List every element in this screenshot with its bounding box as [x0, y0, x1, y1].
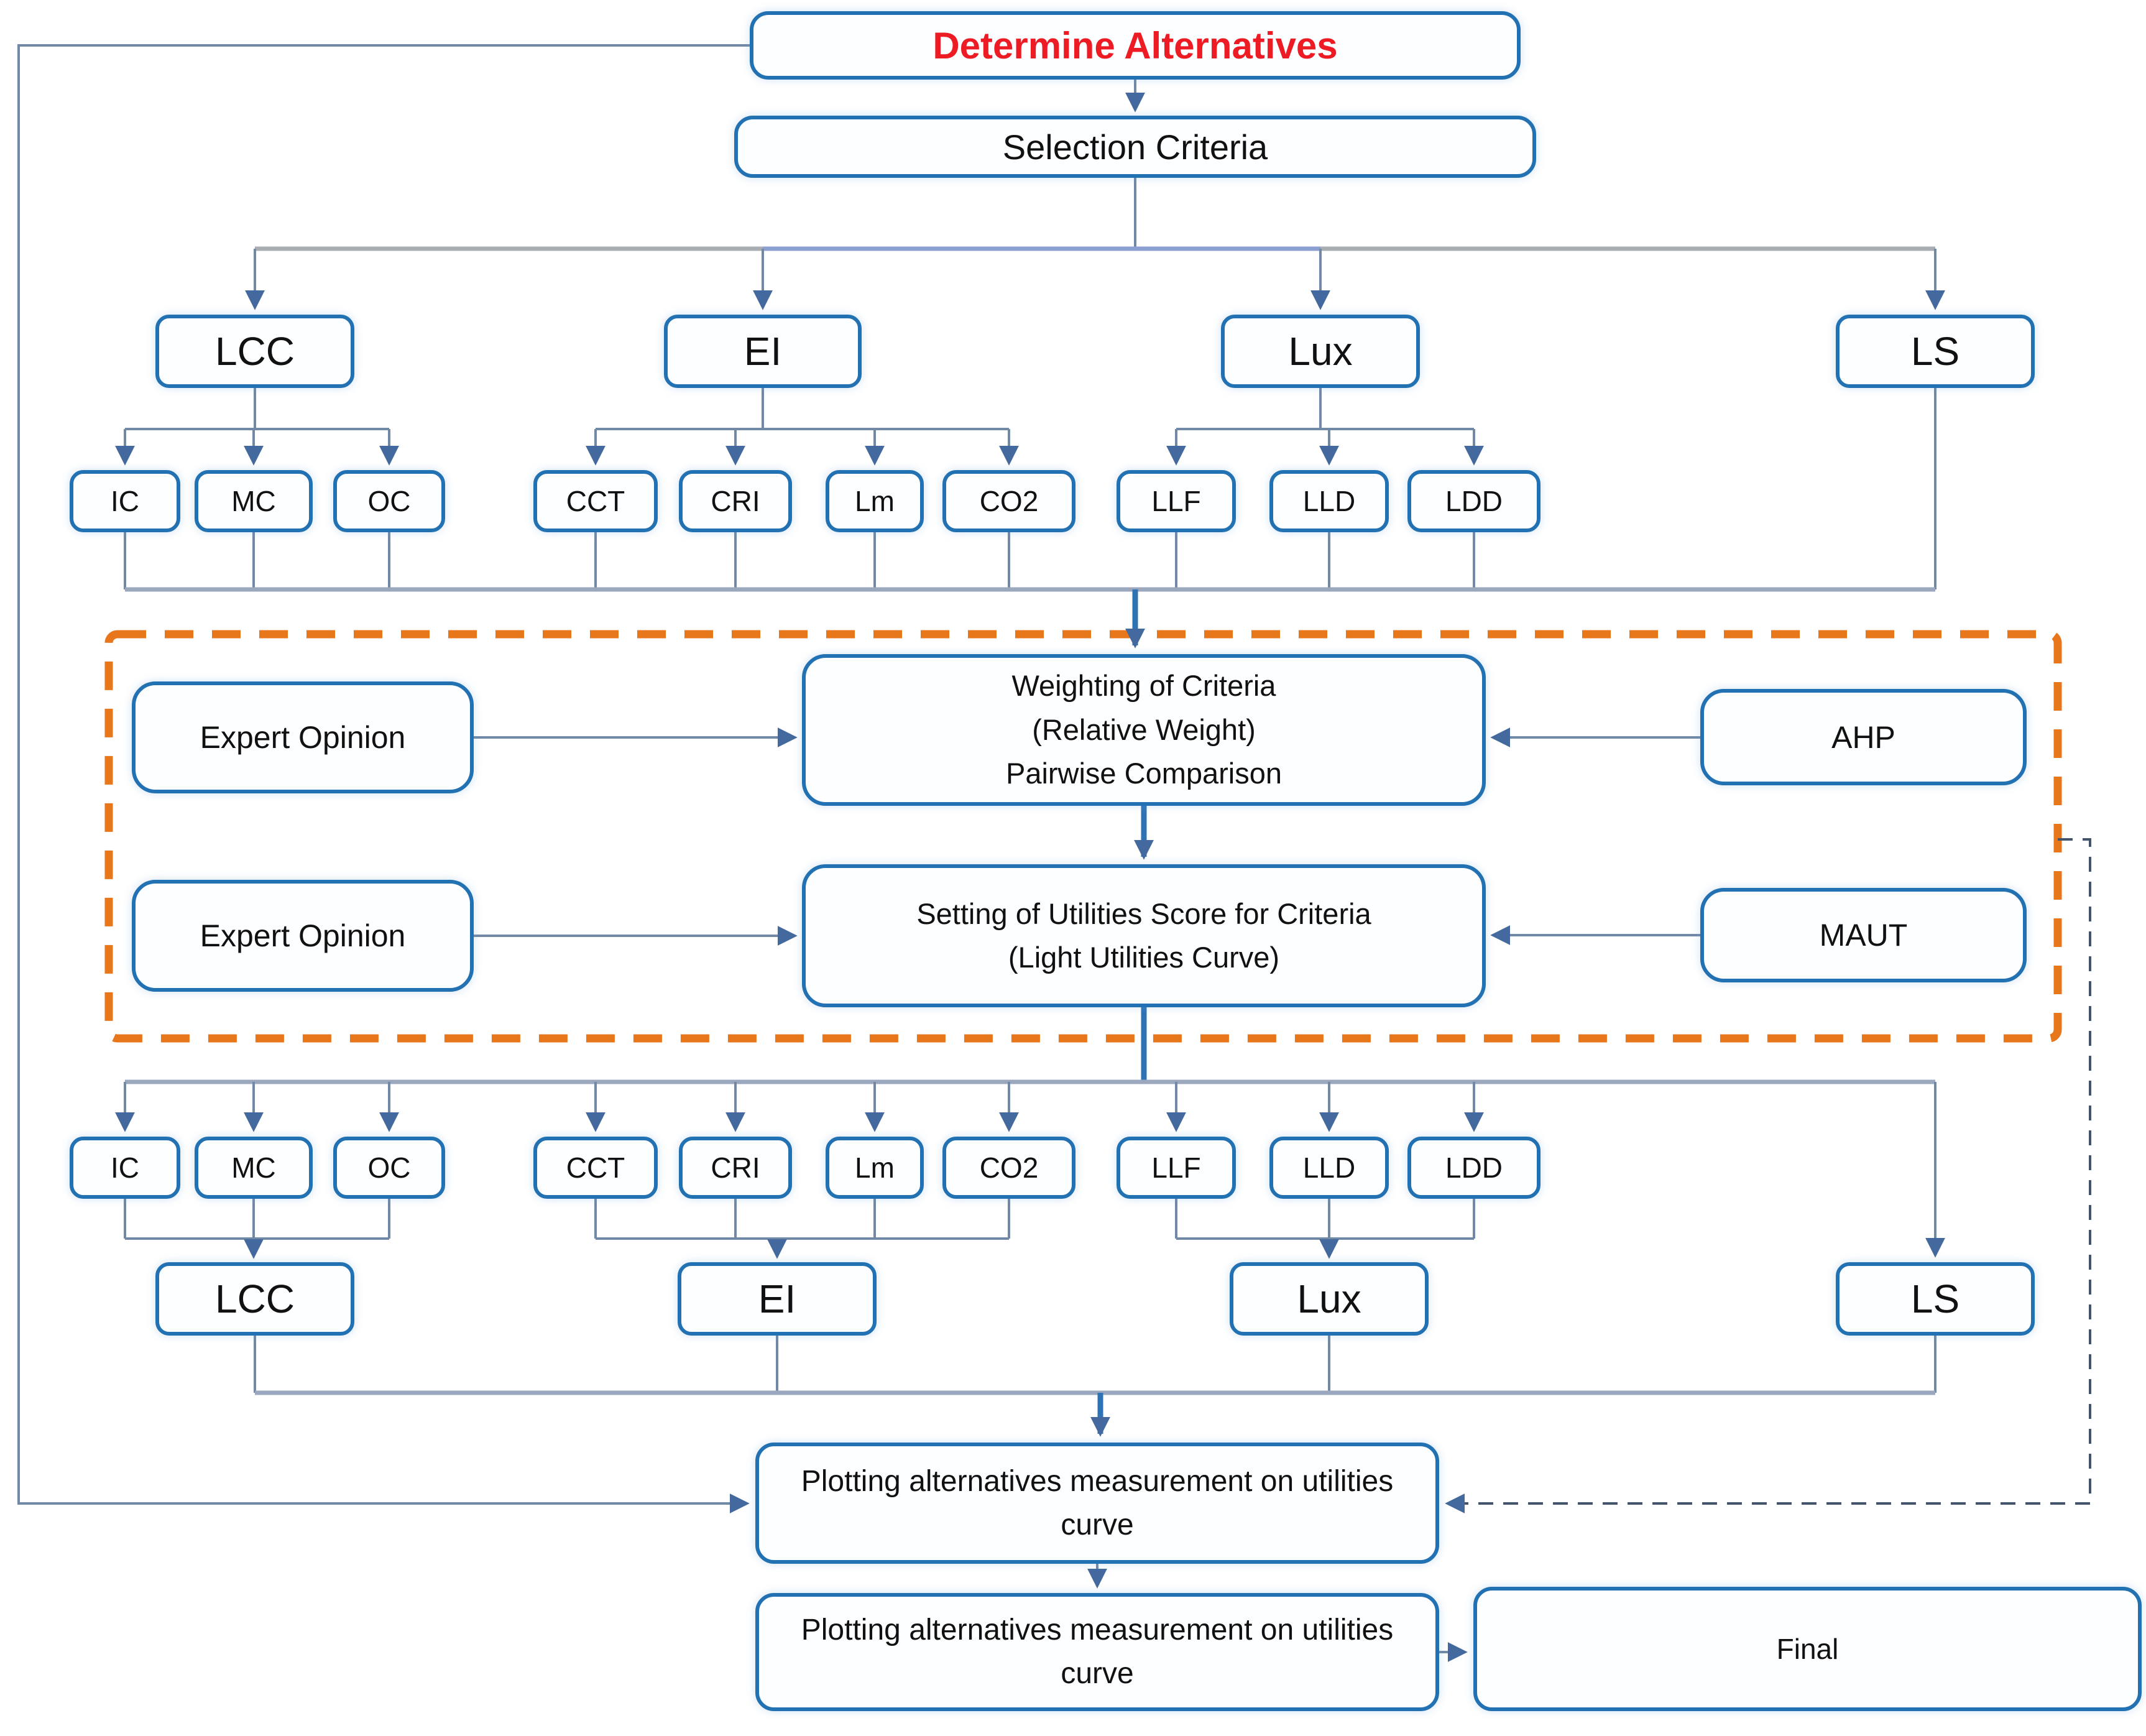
node-oc-top: OC — [333, 470, 445, 532]
node-cri-bottom: CRI — [679, 1137, 792, 1199]
node-lux-top: Lux — [1221, 315, 1420, 388]
node-plotting-1: Plotting alternatives measurement on uti… — [755, 1443, 1439, 1564]
node-llf-top: LLF — [1117, 470, 1236, 532]
weighting-section-frame — [104, 630, 2062, 1043]
node-lm-top: Lm — [826, 470, 924, 532]
node-lcc-bottom: LCC — [155, 1262, 354, 1336]
node-mc-bottom: MC — [195, 1137, 313, 1199]
node-cct-top: CCT — [533, 470, 658, 532]
node-selection-criteria: Selection Criteria — [734, 116, 1536, 178]
connectors — [17, 44, 2091, 1662]
node-ldd-top: LDD — [1407, 470, 1540, 532]
node-cri-top: CRI — [679, 470, 792, 532]
node-determine-alternatives: Determine Alternatives — [750, 11, 1521, 80]
node-ls-bottom: LS — [1836, 1262, 2035, 1336]
node-ic-top: IC — [70, 470, 180, 532]
node-expert-opinion-1: Expert Opinion — [132, 681, 474, 793]
node-lux-bottom: Lux — [1230, 1262, 1429, 1336]
node-lcc-top: LCC — [155, 315, 354, 388]
node-ei-top: EI — [664, 315, 862, 388]
node-expert-opinion-2: Expert Opinion — [132, 880, 474, 992]
node-ahp: AHP — [1700, 689, 2027, 785]
node-co2-bottom: CO2 — [942, 1137, 1075, 1199]
node-ls-top: LS — [1836, 315, 2035, 388]
node-setting-of-utilities: Setting of Utilities Score for Criteria … — [802, 864, 1486, 1007]
node-lld-top: LLD — [1269, 470, 1389, 532]
node-oc-bottom: OC — [333, 1137, 445, 1199]
node-maut: MAUT — [1700, 888, 2027, 982]
node-lm-bottom: Lm — [826, 1137, 924, 1199]
node-ei-bottom: EI — [678, 1262, 877, 1336]
node-co2-top: CO2 — [942, 470, 1075, 532]
node-llf-bottom: LLF — [1117, 1137, 1236, 1199]
node-cct-bottom: CCT — [533, 1137, 658, 1199]
node-ic-bottom: IC — [70, 1137, 180, 1199]
node-mc-top: MC — [195, 470, 313, 532]
node-final: Final — [1473, 1587, 2142, 1711]
node-weighting-of-criteria: Weighting of Criteria (Relative Weight) … — [802, 654, 1486, 806]
node-plotting-2: Plotting alternatives measurement on uti… — [755, 1593, 1439, 1711]
node-ldd-bottom: LDD — [1407, 1137, 1540, 1199]
node-lld-bottom: LLD — [1269, 1137, 1389, 1199]
